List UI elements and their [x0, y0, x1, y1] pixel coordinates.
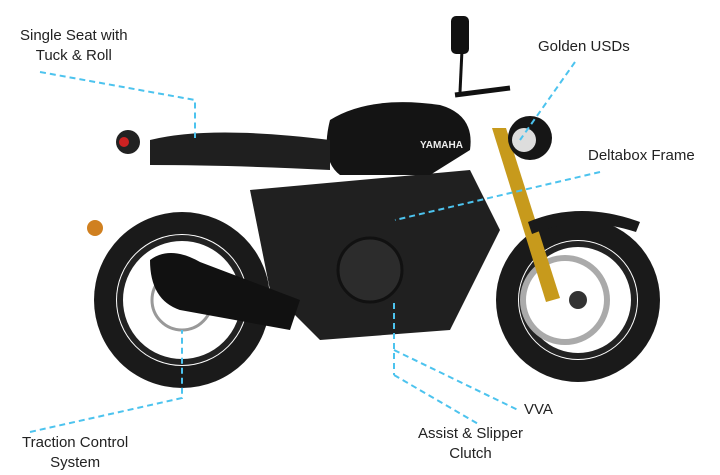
label-vva: VVA — [524, 401, 553, 418]
label-seat-line1: Single Seat with — [20, 27, 128, 44]
leader-clutch — [393, 374, 481, 426]
mirror — [458, 49, 464, 93]
label-clutch-line1: Assist & Slipper — [418, 425, 524, 442]
label-traction-line1: Traction Control — [22, 434, 129, 451]
yamaha-logo: YAMAHA — [420, 140, 463, 151]
leader-usd — [519, 61, 576, 141]
label-golden-usds: Golden USDs — [538, 38, 630, 55]
label-deltabox-frame: Deltabox Frame — [588, 147, 695, 164]
exhaust — [150, 252, 300, 330]
label-traction-line2: System — [50, 454, 101, 471]
front-wheel — [496, 218, 660, 382]
label-clutch-line2: Clutch — [449, 445, 492, 462]
golden-usd-fork — [492, 128, 560, 302]
leader-seat — [39, 71, 196, 138]
front-fender — [528, 211, 640, 234]
handlebar — [454, 85, 511, 98]
label-clutch: Assist & Slipper Clutch — [418, 424, 523, 464]
fuel-tank — [326, 102, 471, 175]
leader-traction — [29, 330, 183, 433]
seat — [150, 132, 330, 170]
label-traction-control: Traction Control System — [22, 433, 128, 473]
leader-frame — [394, 171, 601, 221]
leader-vva — [393, 303, 519, 411]
label-seat-line2: Tuck & Roll — [35, 47, 112, 64]
label-seat: Single Seat with Tuck & Roll — [20, 26, 128, 66]
